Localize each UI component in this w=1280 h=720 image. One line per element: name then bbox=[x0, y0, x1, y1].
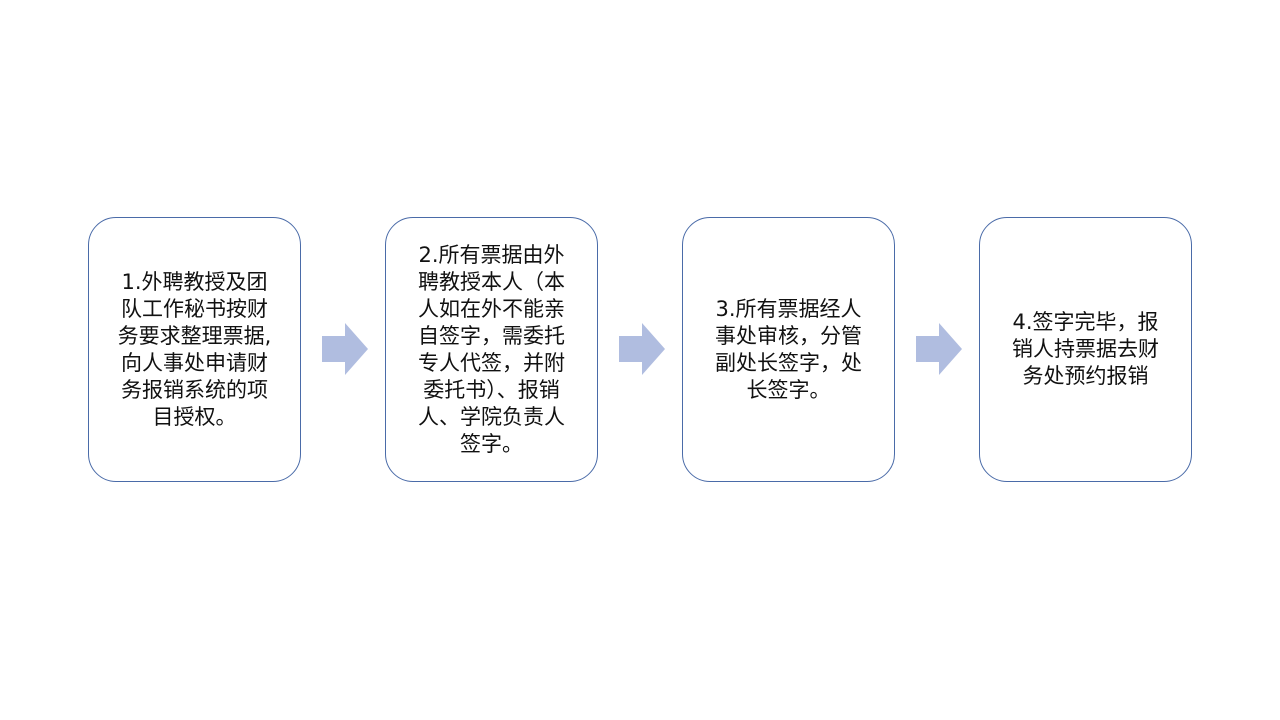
step-text-line: 委托书）、报销 bbox=[423, 377, 560, 402]
step-text-line: 专人代签，并附 bbox=[418, 350, 565, 375]
step-text-line: 签字。 bbox=[460, 431, 523, 456]
step-text-line: 1.外聘教授及团 bbox=[121, 269, 268, 294]
right-arrow-icon bbox=[916, 323, 962, 375]
step-text-line: 3.所有票据经人 bbox=[715, 296, 862, 321]
step-box-4: 4.签字完毕，报销人持票据去财务处预约报销 bbox=[979, 217, 1192, 482]
step-box-1: 1.外聘教授及团队工作秘书按财务要求整理票据,向人事处申请财务报销系统的项目授权… bbox=[88, 217, 301, 482]
step-text-line: 务处预约报销 bbox=[1022, 364, 1149, 388]
step-text-line: 长签字。 bbox=[746, 377, 831, 402]
right-arrow-icon bbox=[322, 323, 368, 375]
right-arrow-icon bbox=[619, 323, 665, 375]
step-text-line: 副处长签字，处 bbox=[715, 350, 862, 375]
step-text-line: 4.签字完毕，报 bbox=[1012, 310, 1159, 334]
step-text-line: 自签字，需委托 bbox=[418, 323, 565, 348]
step-text-line: 务报销系统的项 bbox=[121, 377, 268, 402]
step-text-line: 人、学院负责人 bbox=[418, 404, 565, 429]
step-text-line: 目授权。 bbox=[152, 404, 237, 429]
step-text-line: 务要求整理票据, bbox=[117, 323, 272, 348]
step-text-line: 事处审核，分管 bbox=[715, 323, 862, 348]
step-text-line: 队工作秘书按财 bbox=[121, 296, 268, 321]
step-box-2: 2.所有票据由外聘教授本人（本人如在外不能亲自签字，需委托专人代签，并附委托书）… bbox=[385, 217, 598, 482]
step-text-line: 聘教授本人（本 bbox=[418, 269, 565, 294]
step-box-3: 3.所有票据经人事处审核，分管副处长签字，处长签字。 bbox=[682, 217, 895, 482]
step-text-line: 人如在外不能亲 bbox=[418, 296, 565, 321]
step-text-line: 向人事处申请财 bbox=[121, 350, 268, 375]
step-text-line: 销人持票据去财 bbox=[1012, 337, 1159, 361]
step-text-line: 2.所有票据由外 bbox=[418, 242, 565, 267]
